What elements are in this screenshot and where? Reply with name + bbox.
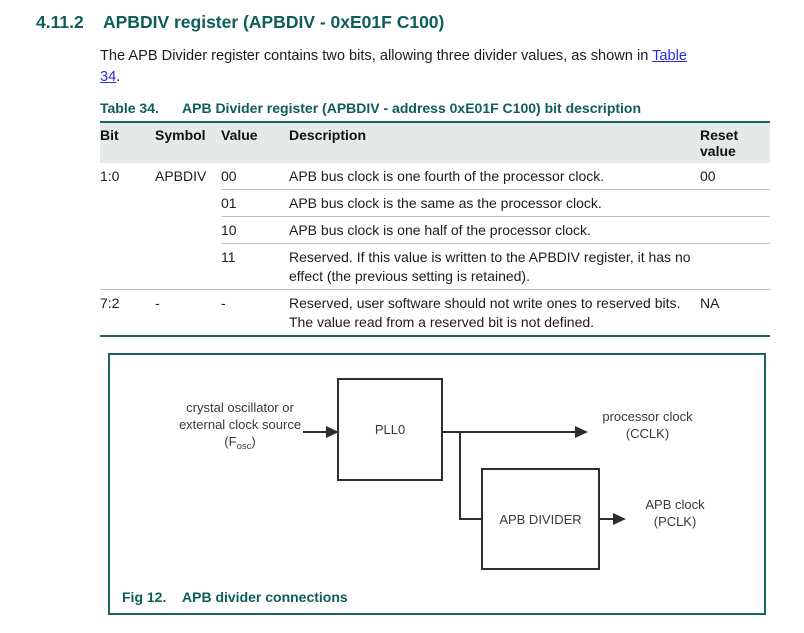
cell-reset (700, 216, 770, 244)
col-header-reset: Reset value (700, 122, 770, 163)
cell-value: 01 (221, 189, 289, 217)
fosc-subscript: osc (236, 441, 252, 452)
pll0-box: PLL0 (337, 378, 443, 481)
cell-symbol: - (155, 289, 221, 336)
cell-value: - (221, 289, 289, 336)
table-caption: Table 34. APB Divider register (APBDIV - … (100, 100, 770, 116)
pll0-box-label: PLL0 (374, 422, 406, 437)
paragraph-text: The APB Divider register contains two bi… (100, 48, 653, 64)
cell-symbol: APBDIV (155, 168, 207, 184)
cell-description: APB bus clock is one half of the process… (289, 216, 700, 244)
table-row: 10 APB bus clock is one half of the proc… (100, 216, 770, 244)
table-caption-title: APB Divider register (APBDIV - address 0… (182, 100, 642, 116)
apb-to-pclk-line (600, 518, 616, 520)
fosc-to-pll0-arrowhead-icon (326, 426, 339, 438)
apb-divider-box: APB DIVIDER (481, 468, 600, 570)
col-header-value: Value (221, 122, 289, 163)
cell-description: Reserved, user software should not write… (289, 289, 700, 336)
figure-caption-title: APB divider connections (182, 589, 348, 605)
bit-description-table: Bit Symbol Value Description Reset value… (100, 121, 770, 337)
cell-bit: 7:2 (100, 289, 155, 336)
clock-source-label: crystal oscillator or external clock sou… (120, 399, 360, 455)
figure-caption: Fig 12. APB divider connections (122, 589, 348, 605)
cell-bit: 1:0 (100, 168, 120, 184)
pll0-to-cclk-line (443, 431, 577, 433)
fosc-to-pll0-line (303, 431, 329, 433)
section-heading: 4.11.2 APBDIV register (APBDIV - 0xE01F C… (36, 12, 444, 33)
table-row: 1:0 APBDIV 00 APB bus clock is one fourt… (100, 163, 770, 190)
cell-value: 11 (221, 243, 289, 290)
clock-source-line2: external clock source (178, 417, 302, 432)
clock-source-line1: crystal oscillator or (186, 400, 294, 415)
cell-reset (700, 243, 770, 290)
section-number: 4.11.2 (36, 12, 84, 32)
figure-12: crystal oscillator or external clock sou… (108, 353, 766, 615)
cell-description: APB bus clock is the same as the process… (289, 189, 700, 217)
cell-value: 10 (221, 216, 289, 244)
table-row: 11 Reserved. If this value is written to… (100, 243, 770, 290)
cell-reset: 00 (700, 168, 716, 184)
table-row: 01 APB bus clock is the same as the proc… (100, 189, 770, 217)
table-34-block: Table 34. APB Divider register (APBDIV - … (100, 100, 770, 337)
apb-divider-box-label: APB DIVIDER (499, 511, 582, 527)
cell-description: APB bus clock is one fourth of the proce… (289, 168, 605, 184)
body-paragraph: The APB Divider register contains two bi… (100, 46, 708, 88)
table-row: 7:2 - - Reserved, user software should n… (100, 289, 770, 336)
apb-to-pclk-arrowhead-icon (613, 513, 626, 525)
paragraph-period: . (116, 69, 121, 85)
branch-horizontal-line (459, 518, 483, 520)
cclk-label: processor clock (CCLK) (602, 409, 693, 441)
branch-vertical-line (459, 431, 461, 520)
section-title: APBDIV register (APBDIV - 0xE01F C100) (103, 12, 445, 32)
pclk-label: APB clock (PCLK) (645, 497, 705, 529)
cell-reset: NA (700, 289, 770, 336)
col-header-bit: Bit (100, 122, 155, 163)
table-header-row: Bit Symbol Value Description Reset value (100, 122, 770, 163)
figure-caption-label: Fig 12. (122, 589, 167, 605)
pll0-to-cclk-arrowhead-icon (575, 426, 588, 438)
table-34-link[interactable]: Table 34 (100, 48, 688, 85)
cell-description: Reserved. If this value is written to th… (289, 243, 700, 290)
col-header-description: Description (289, 122, 700, 163)
clock-source-line3: (Fosc) (224, 434, 256, 452)
table-caption-label: Table 34. (100, 100, 159, 116)
cell-value: 00 (221, 168, 237, 184)
col-header-symbol: Symbol (155, 122, 221, 163)
cell-reset (700, 189, 770, 217)
